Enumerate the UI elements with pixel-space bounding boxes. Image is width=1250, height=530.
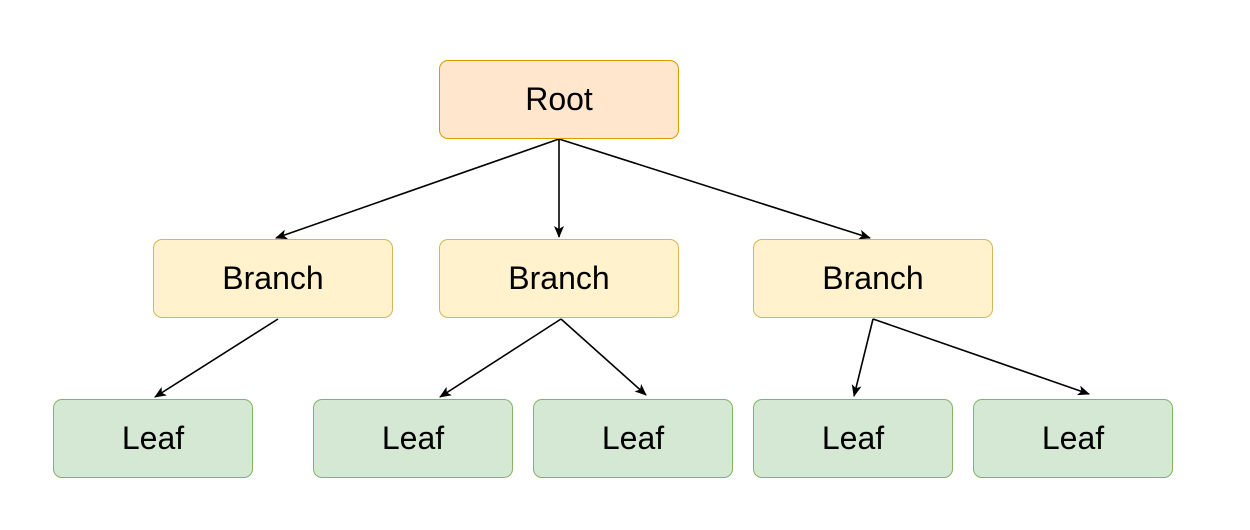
leaf-label: Leaf [1041, 420, 1105, 456]
edge-branch-2-leaf-2 [439, 318, 562, 398]
edge-branch-3-leaf-5 [872, 318, 1090, 396]
edge-root-branch-3 [558, 138, 871, 240]
branch-label: Branch [822, 260, 924, 296]
leaf-label: Leaf [821, 420, 885, 456]
edge-branch-3-leaf-4 [851, 318, 874, 397]
leaf-label: Leaf [601, 420, 665, 456]
root-node: Root [439, 60, 679, 139]
branch-node-3: Branch [753, 239, 993, 318]
leaf-label: Leaf [121, 420, 185, 456]
leaf-label: Leaf [381, 420, 445, 456]
branch-node-1: Branch [153, 239, 393, 318]
edge-branch-2-leaf-3 [560, 318, 647, 396]
branch-label: Branch [508, 260, 610, 296]
root-label: Root [525, 81, 593, 117]
branch-label: Branch [222, 260, 324, 296]
edge-root-branch-1 [275, 138, 560, 240]
leaf-node-3: Leaf [533, 399, 733, 478]
leaf-node-1: Leaf [53, 399, 253, 478]
branch-node-2: Branch [439, 239, 679, 318]
leaf-node-2: Leaf [313, 399, 513, 478]
leaf-node-4: Leaf [753, 399, 953, 478]
edge-branch-1-leaf-1 [154, 318, 279, 398]
leaf-node-5: Leaf [973, 399, 1173, 478]
